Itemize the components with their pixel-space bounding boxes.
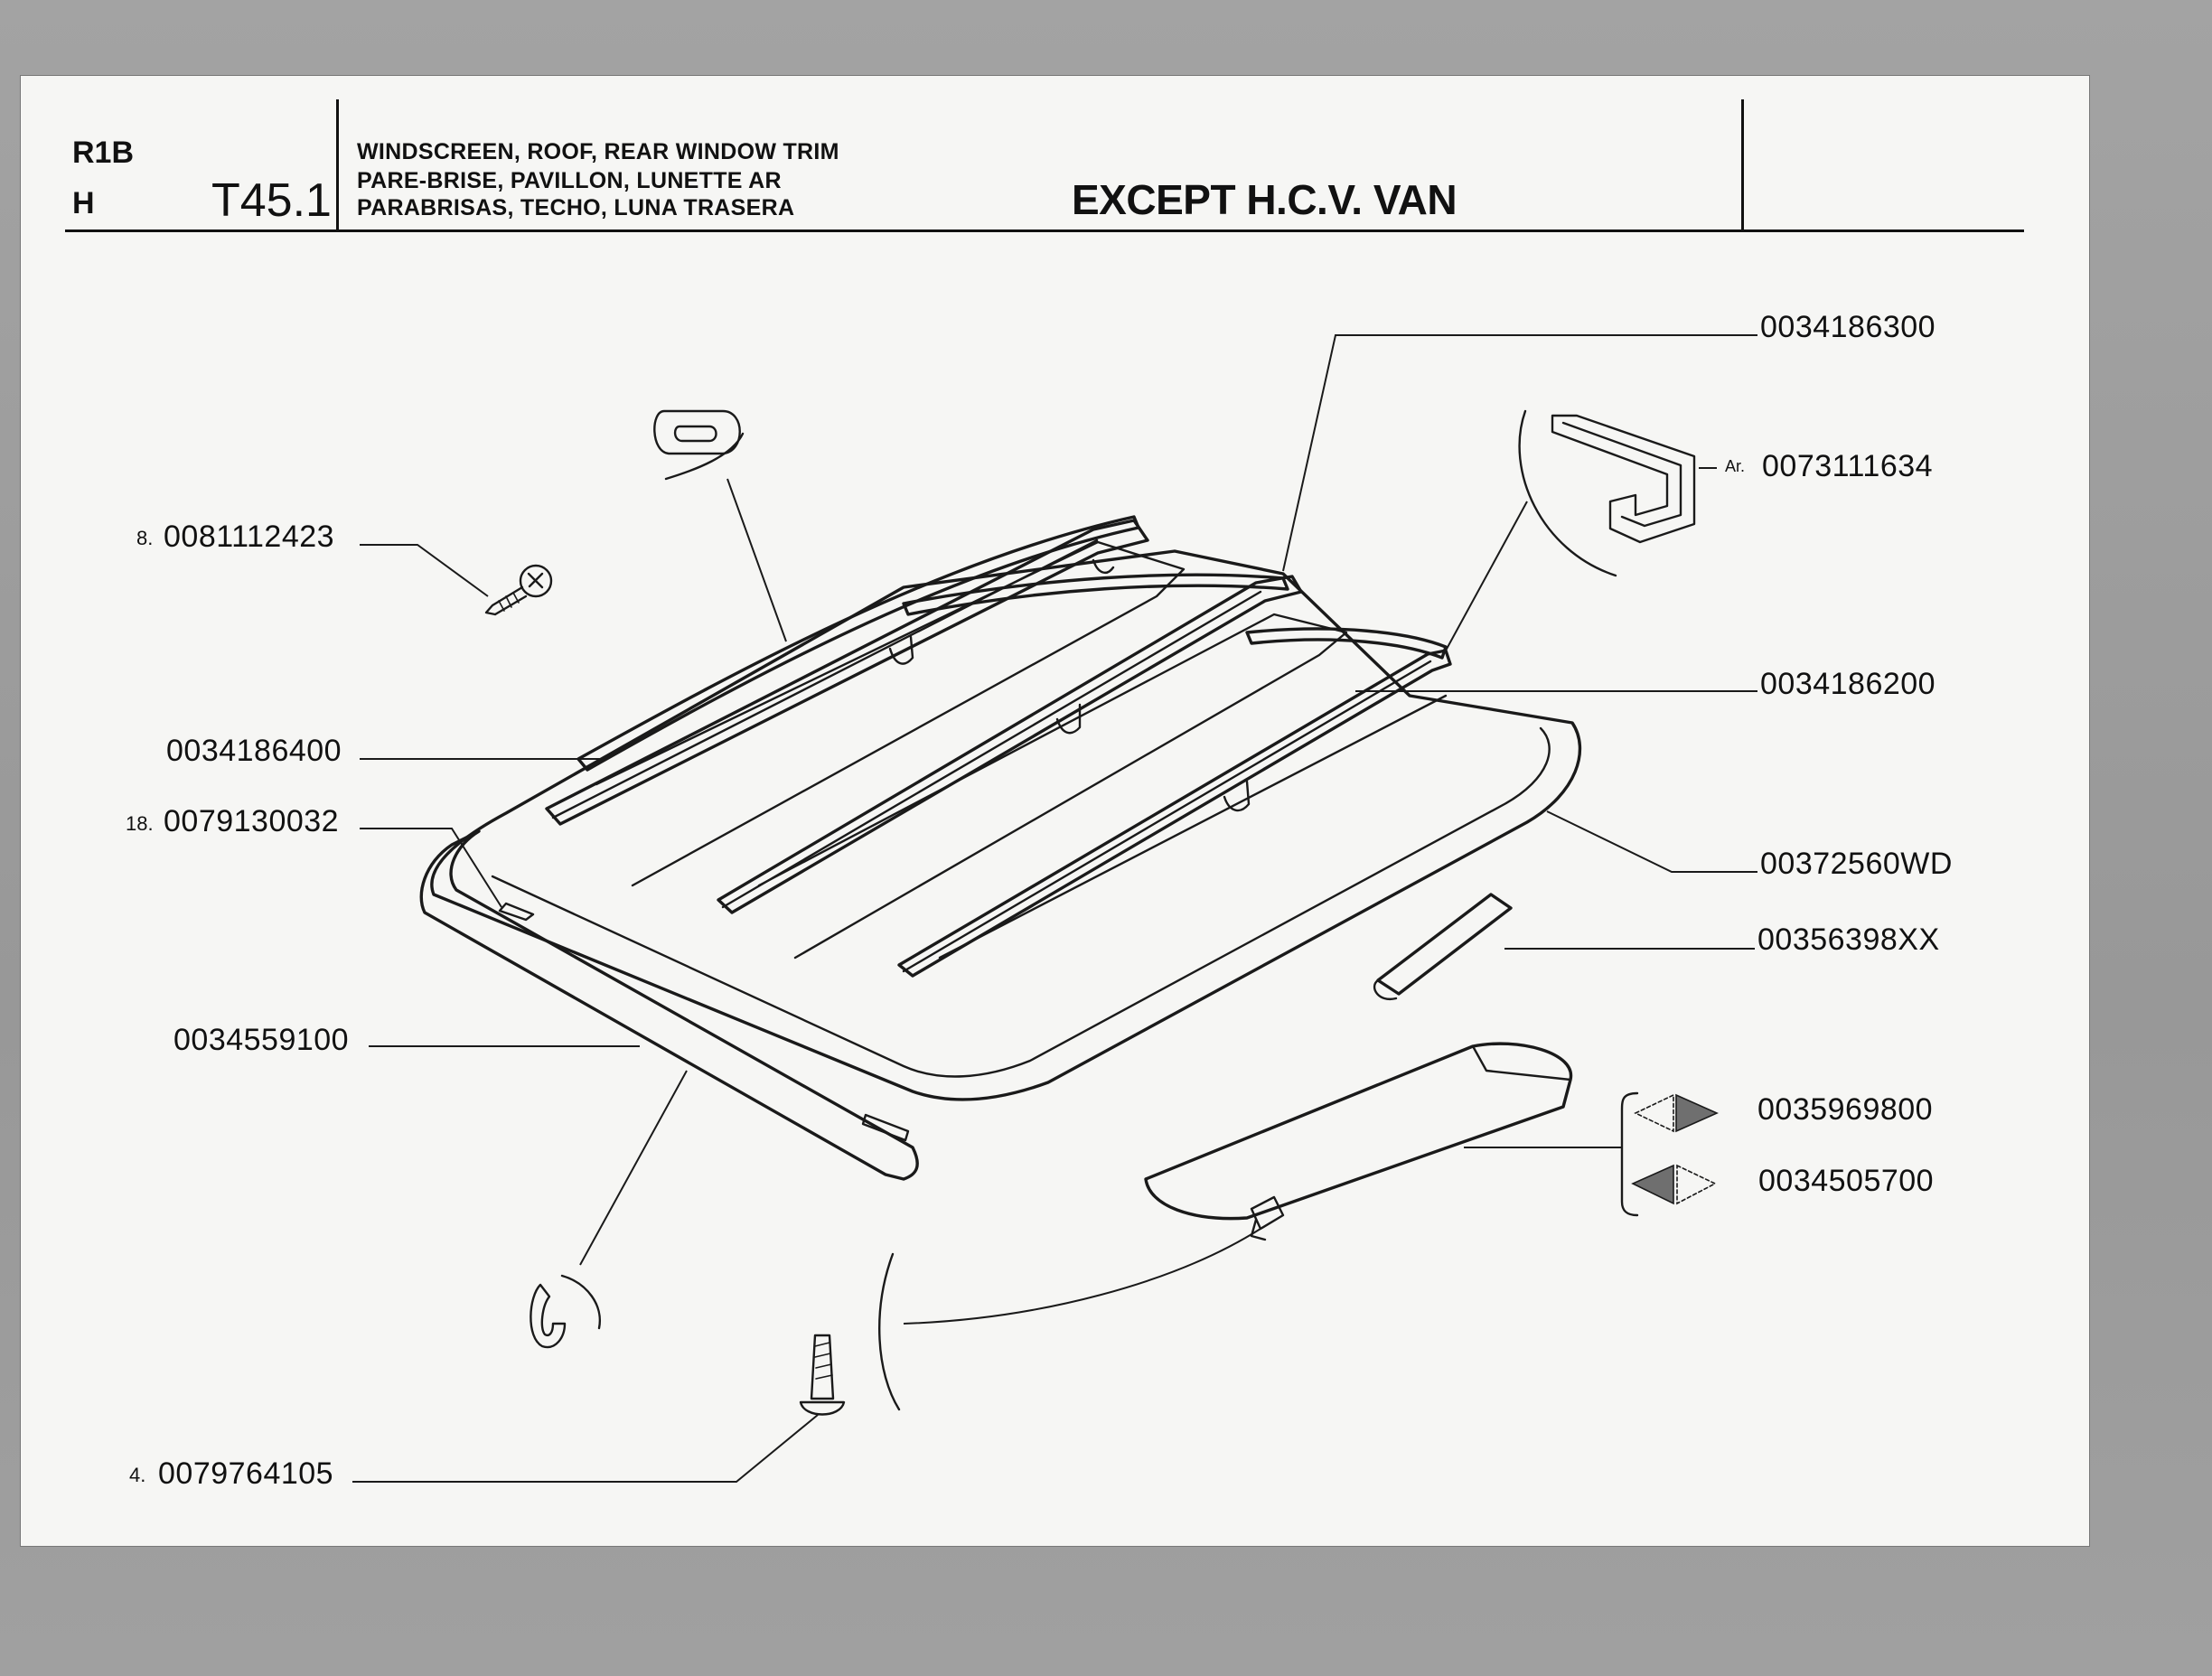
visor-pair-bracket	[1620, 1091, 1639, 1217]
bolt-0079764105	[799, 1334, 846, 1416]
part-qty-0081112423: 8.	[136, 527, 154, 549]
part-qty-0079764105: 4.	[129, 1464, 146, 1486]
top-trim-rail-2	[902, 573, 1289, 616]
rear-seal-end	[1373, 978, 1398, 1001]
left-drip-rail	[419, 829, 919, 1181]
variant-code: H	[72, 186, 95, 220]
title-spanish: PARABRISAS, TECHO, LUNA TRASERA	[357, 195, 795, 220]
title-french: PARE-BRISE, PAVILLON, LUNETTE AR	[357, 168, 782, 193]
roof-channel-1	[595, 540, 1186, 887]
scope-note: EXCEPT H.C.V. VAN	[1072, 176, 1457, 223]
part-label-0034186400: 0034186400	[166, 734, 342, 768]
leader-0081112423	[360, 544, 489, 597]
rib-notch-2	[1055, 703, 1082, 735]
sun-visor-hinge-clip	[1250, 1218, 1267, 1241]
part-label-0073111634: 0073111634	[1762, 449, 1934, 483]
leader-clip-bottom	[579, 1070, 688, 1266]
part-label-0035969800: 0035969800	[1757, 1092, 1934, 1127]
part-label-0034186200: 0034186200	[1760, 667, 1936, 701]
leader-0079130032	[360, 828, 502, 908]
leader-0079764105	[352, 1414, 819, 1483]
roof-channel-2	[757, 613, 1348, 960]
leader-00372560WD	[1546, 810, 1757, 873]
top-trim-rail-3	[1245, 627, 1448, 660]
rib-notch-4	[1092, 558, 1115, 575]
gasket-section-top	[653, 409, 745, 481]
leader-clip-0073111634	[1445, 501, 1528, 651]
right-hand-symbol	[1634, 1093, 1719, 1133]
header-divider-1	[336, 99, 339, 231]
roof-rib-3-inner	[902, 660, 1432, 973]
rear-seal-strip	[1376, 893, 1513, 996]
top-trim-rail-1	[576, 515, 1140, 772]
screw-0081112423	[484, 564, 553, 616]
model-code: R1B	[72, 136, 135, 170]
rib-notch-3	[1223, 780, 1251, 812]
roof-clip-right	[861, 1113, 910, 1142]
roof-rib-2-inner	[721, 590, 1262, 909]
visor-hinge-section-arc	[878, 1252, 901, 1411]
part-label-00372560WD: 00372560WD	[1760, 847, 1953, 881]
part-label-0034559100: 0034559100	[173, 1023, 350, 1057]
sun-visor	[1144, 1042, 1573, 1221]
leader-gasket-top	[726, 478, 787, 642]
clip-section-bottom	[530, 1274, 602, 1349]
leader-visor-hinge	[903, 1228, 1261, 1325]
part-label-0034186300: 0034186300	[1760, 310, 1936, 344]
sun-visor-hinge	[1250, 1195, 1285, 1231]
part-label-0034505700: 0034505700	[1758, 1164, 1935, 1198]
header-rule	[65, 229, 2024, 232]
header-divider-2	[1741, 99, 1744, 231]
clip-section-0073111634	[1518, 409, 1696, 577]
roof-panel-outline	[430, 549, 1582, 1101]
part-label-0079764105: 0079764105	[158, 1456, 334, 1491]
roof-clip-left	[498, 902, 535, 922]
left-hand-symbol	[1631, 1164, 1717, 1205]
part-label-00356398XX: 00356398XX	[1757, 922, 1940, 957]
roof-rib-2	[717, 575, 1303, 914]
rib-notch-1	[888, 635, 914, 665]
leader-0034186300	[1282, 334, 1757, 572]
plate-number: T45.1	[211, 174, 332, 227]
part-note-ar: Ar.	[1725, 457, 1746, 475]
parts-sheet	[21, 76, 2089, 1546]
title-english: WINDSCREEN, ROOF, REAR WINDOW TRIM	[357, 139, 839, 164]
roof-panel-inner	[491, 726, 1551, 1078]
sun-visor-edge	[1471, 1044, 1572, 1081]
roof-rib-1	[545, 519, 1149, 826]
part-label-0081112423: 0081112423	[164, 520, 335, 554]
part-label-0079130032: 0079130032	[164, 804, 340, 838]
roof-channel-3	[938, 694, 1448, 960]
part-qty-0079130032: 18.	[126, 812, 154, 835]
